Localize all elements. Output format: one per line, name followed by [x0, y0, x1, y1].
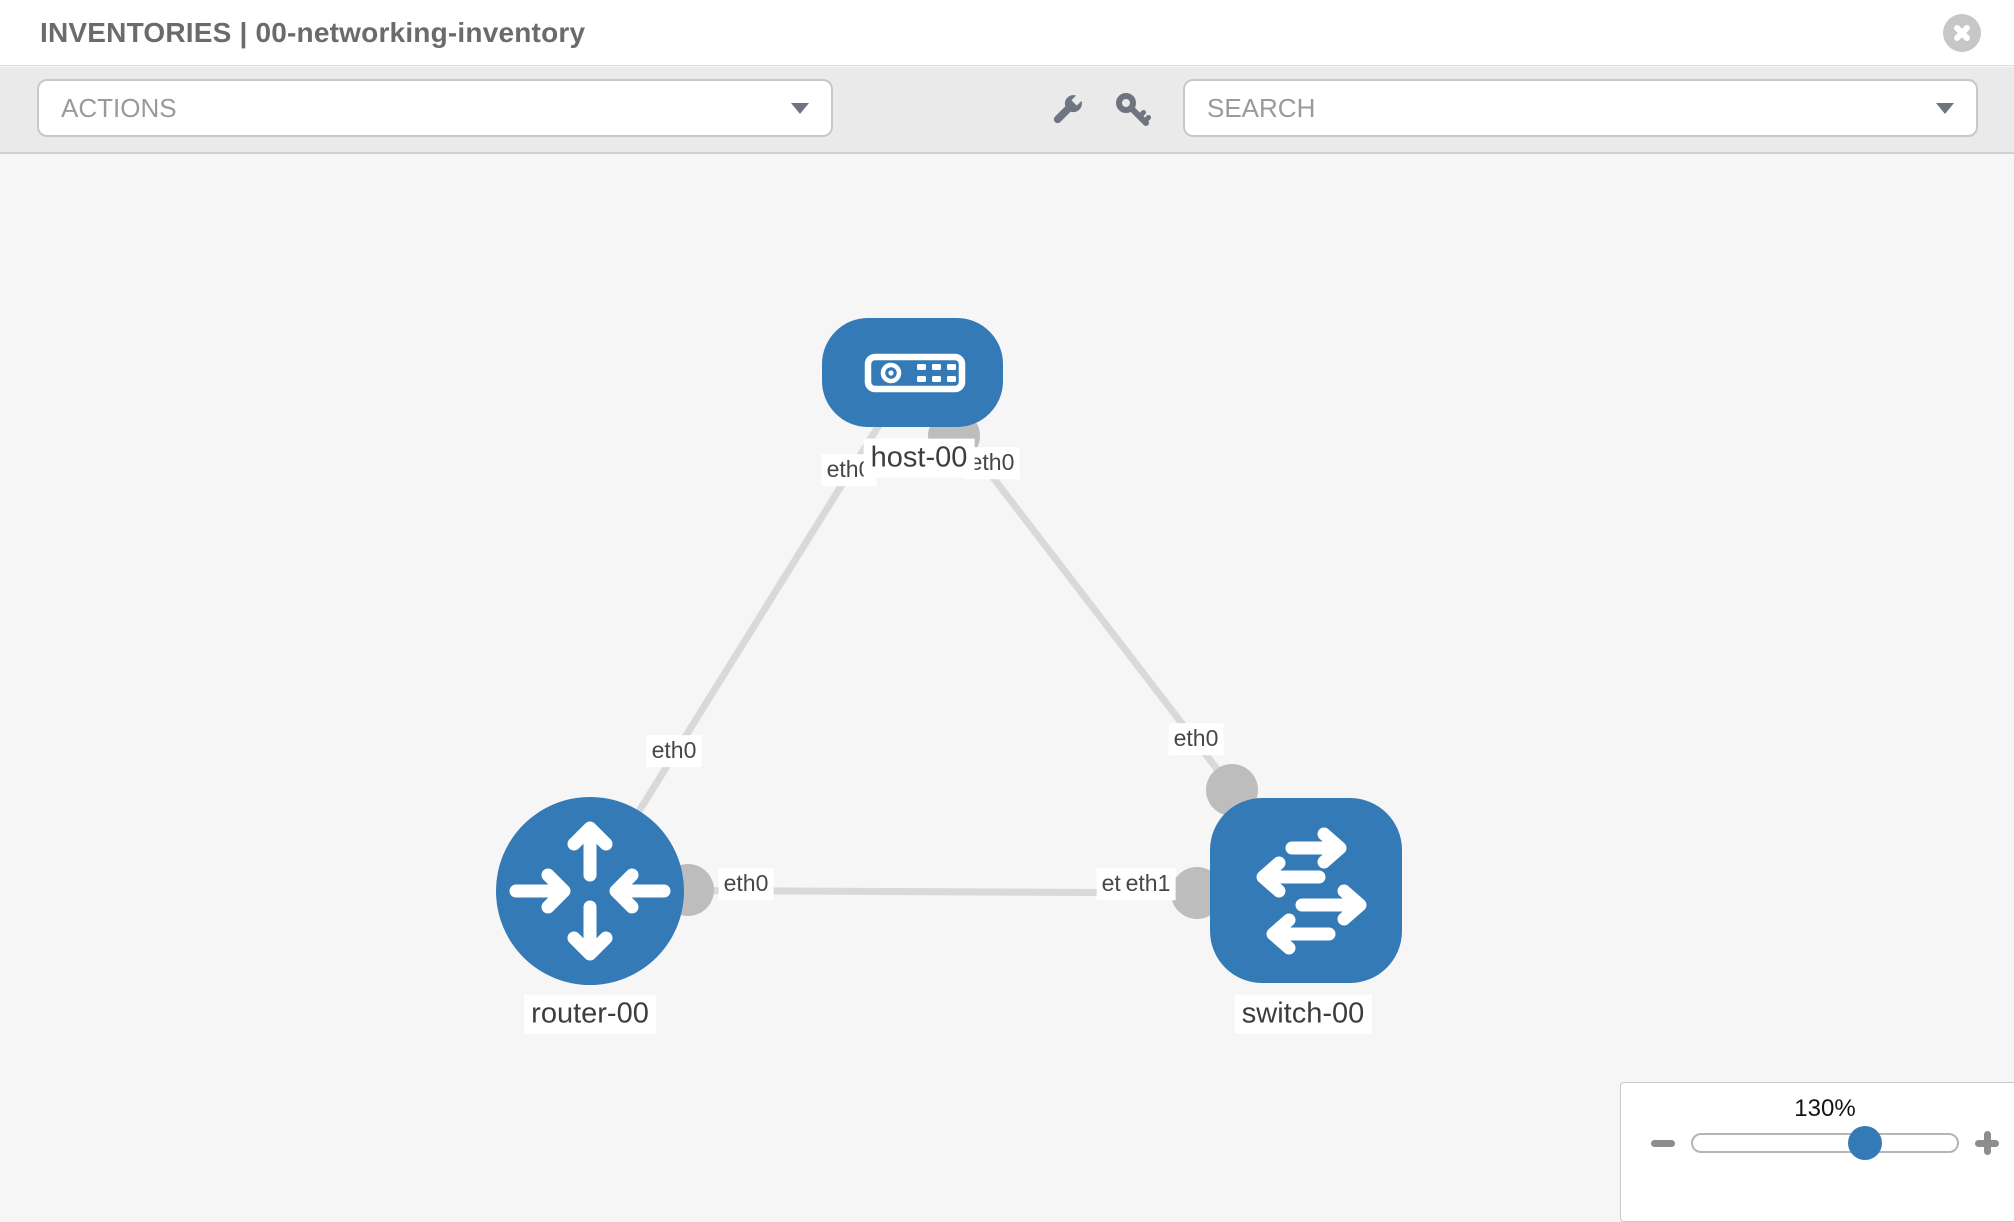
- node-label-router: router-00: [524, 994, 656, 1034]
- interface-label: eth0: [646, 735, 702, 767]
- host-icon: [864, 353, 966, 393]
- chevron-down-icon: [1936, 102, 1954, 114]
- router-icon: [509, 821, 671, 961]
- header: INVENTORIES | 00-networking-inventory: [0, 0, 2014, 66]
- search-dropdown[interactable]: SEARCH: [1183, 79, 1978, 137]
- wrench-icon: [1053, 93, 1084, 124]
- interface-label: eth0: [1168, 723, 1224, 755]
- interface-label: eth1: [1120, 868, 1176, 900]
- zoom-level-text: 130%: [1794, 1095, 1856, 1122]
- close-button[interactable]: [1943, 14, 1981, 52]
- node-label-switch: switch-00: [1234, 994, 1372, 1034]
- node-label-host: host-00: [863, 438, 975, 478]
- zoom-control-panel: 130%: [1620, 1082, 2014, 1222]
- zoom-in-button[interactable]: [1975, 1131, 1999, 1155]
- node-switch-00[interactable]: [1210, 798, 1402, 983]
- minus-icon: [1651, 1140, 1675, 1147]
- toolbar: ACTIONS SEARCH: [0, 67, 2014, 154]
- topology-canvas[interactable]: host-00 router-00 switch-00 eth0 eth0 et…: [0, 154, 2014, 1200]
- topology-links-layer: [587, 369, 1258, 919]
- machine-credential-button[interactable]: [1113, 90, 1153, 130]
- actions-dropdown-label: ACTIONS: [61, 92, 177, 123]
- page-title: INVENTORIES | 00-networking-inventory: [40, 17, 586, 48]
- interface-label: eth0: [718, 868, 774, 900]
- key-manage-toggle-button[interactable]: [1047, 90, 1087, 130]
- switch-icon: [1256, 827, 1367, 955]
- actions-dropdown[interactable]: ACTIONS: [37, 79, 833, 137]
- node-router-00[interactable]: [496, 797, 684, 985]
- node-host-00[interactable]: [822, 318, 1003, 427]
- zoom-slider-thumb[interactable]: [1848, 1126, 1882, 1160]
- search-placeholder: SEARCH: [1207, 92, 1316, 123]
- chevron-down-icon: [791, 102, 809, 114]
- zoom-slider-track[interactable]: [1691, 1133, 1959, 1153]
- key-icon: [1116, 93, 1151, 126]
- zoom-out-button[interactable]: [1651, 1131, 1675, 1155]
